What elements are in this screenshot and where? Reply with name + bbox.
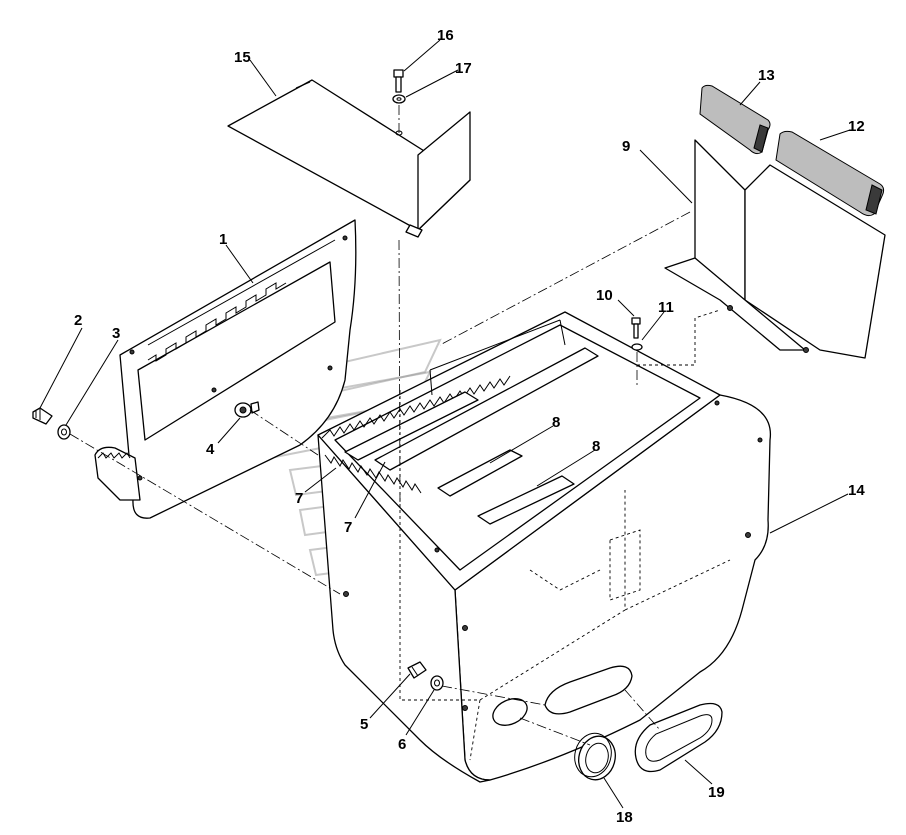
oval-grommet — [634, 702, 723, 773]
callout-8b: 8 — [592, 438, 600, 455]
seal-strip-13 — [699, 84, 771, 155]
hole — [803, 347, 809, 353]
callout-4: 4 — [206, 441, 215, 458]
round-grommet — [574, 732, 616, 781]
top-cover-flange — [417, 111, 471, 231]
bolt-16 — [393, 69, 404, 93]
alignment-lines — [69, 105, 721, 746]
seal-strip-13-end — [753, 124, 769, 153]
housing-front-side — [317, 434, 491, 783]
callout-1: 1 — [219, 231, 227, 248]
callout-14: 14 — [848, 482, 865, 499]
top-serrated-edge-front — [324, 454, 422, 494]
slot-plate-long — [374, 347, 599, 471]
callout-8a: 8 — [552, 414, 560, 431]
callout-5: 5 — [360, 716, 368, 733]
callout-16: 16 — [437, 27, 454, 44]
hole — [129, 349, 135, 355]
washer-11 — [631, 343, 643, 351]
top-cover — [227, 79, 471, 238]
bolt-10 — [631, 317, 641, 339]
callout-18: 18 — [616, 809, 633, 826]
side-panel-inner-plate — [137, 261, 336, 441]
slot-plate-upper — [344, 391, 479, 461]
hole — [714, 400, 720, 406]
hole — [434, 547, 440, 553]
callout-15: 15 — [234, 49, 251, 66]
divider-plate — [664, 139, 886, 359]
hole — [327, 365, 333, 371]
callout-7a: 7 — [295, 490, 303, 507]
housing-top-recess — [334, 324, 701, 571]
hole — [757, 437, 763, 443]
serrated-strip-teeth — [97, 452, 131, 459]
inner-divider-top — [429, 319, 566, 396]
bolt-2 — [32, 407, 53, 425]
hole — [727, 305, 733, 311]
callout-19: 19 — [708, 784, 725, 801]
callout-10: 10 — [596, 287, 613, 304]
top-cover-slot — [295, 81, 311, 89]
leader-lines — [39, 39, 851, 809]
side-panel — [94, 219, 357, 519]
callout-12: 12 — [848, 118, 865, 135]
main-housing — [317, 311, 772, 783]
cutout-plate-1 — [437, 449, 523, 497]
washer-6 — [430, 675, 444, 691]
callout-3: 3 — [112, 325, 120, 342]
seal-strip-12 — [775, 130, 885, 217]
bolt-5 — [407, 661, 427, 679]
side-panel-notched-edge — [147, 239, 336, 362]
washer-17 — [392, 94, 406, 104]
hole — [343, 591, 349, 597]
callout-7b: 7 — [344, 519, 352, 536]
callout-9: 9 — [622, 138, 630, 155]
callout-labels: 1 2 3 4 5 6 7 7 8 8 9 10 11 12 13 14 15 … — [74, 27, 865, 826]
hole — [462, 705, 468, 711]
hole — [462, 625, 468, 631]
round-opening — [492, 698, 528, 726]
callout-17: 17 — [455, 60, 472, 77]
hole — [342, 235, 348, 241]
top-serrated-edge-left — [321, 375, 511, 439]
callout-6: 6 — [398, 736, 406, 753]
top-cover-tab — [405, 224, 423, 238]
hole — [211, 387, 217, 393]
callout-13: 13 — [758, 67, 775, 84]
washer-3 — [57, 424, 71, 440]
housing-hidden-edges — [399, 390, 731, 761]
seal-strip-12-end — [865, 184, 883, 215]
cutout-plate-2 — [477, 475, 575, 525]
serrated-strip — [94, 446, 141, 501]
hole — [137, 475, 143, 481]
callout-11: 11 — [658, 299, 674, 316]
callout-2: 2 — [74, 312, 82, 329]
hole — [745, 532, 751, 538]
fastener-4 — [234, 401, 260, 418]
oval-opening — [544, 665, 633, 715]
